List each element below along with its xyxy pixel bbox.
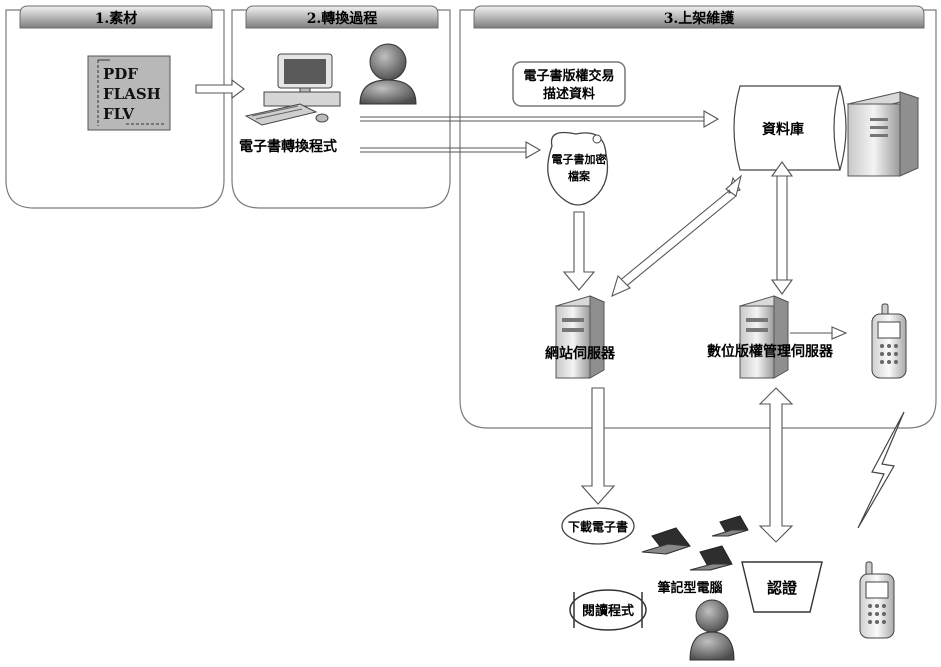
arrow-drm-to-auth [758,387,794,543]
auth-node: 認證 [741,561,823,613]
mobile-phone-icon [859,561,895,639]
laptop-icon [711,515,749,537]
person-icon [359,43,417,105]
arrow-materials-to-converter [195,78,245,100]
database-label: 資料庫 [762,121,804,138]
laptops-label: 筆記型電腦 [657,580,722,596]
encrypted-file-line2: 檔案 [568,169,591,183]
reader-node: 閱讀程式 [569,589,647,631]
arrow-drm-to-phone [790,326,848,340]
arrow-webserver-database [611,174,742,297]
mobile-phone-icon [871,303,907,379]
publishing-header: 3.上架維護 [664,10,736,27]
desktop-computer-icon [244,53,341,126]
web-server-icon [554,295,606,379]
database-icon: 資料庫 [733,85,847,171]
arrow-converter-to-encrypted [360,141,542,159]
laptop-icon [689,545,733,571]
laptop-icon [641,527,691,555]
web-server-label: 網站伺服器 [545,345,616,362]
trade-data-line2: 描述資料 [543,86,595,102]
format-flv: FLV [103,105,134,123]
reader-label: 閱讀程式 [582,603,634,619]
wireless-signal-icon [857,411,905,529]
trade-data-box: 電子書版權交易 描述資料 [512,61,626,107]
arrow-database-drm [770,161,794,295]
materials-header: 1.素材 [95,10,138,27]
converter-label: 電子書轉換程式 [239,138,337,155]
drm-server-label: 數位版權管理伺服器 [707,343,834,360]
arrow-encrypted-to-webserver [562,211,596,291]
materials-box: PDF FLASH FLV [87,55,171,131]
conversion-header: 2.轉換過程 [307,10,378,27]
trade-data-line1: 電子書版權交易 [523,68,614,84]
drm-server-icon [738,295,790,379]
person-icon [689,599,735,661]
conversion-panel: 2.轉換過程 [231,5,451,209]
arrow-converter-to-database [360,110,720,128]
encrypted-file-line1: 電子書加密 [552,152,607,166]
format-pdf: PDF [103,65,138,83]
download-node: 下載電子書 [561,507,635,545]
encrypted-file-icon: 電子書加密 檔案 [547,131,609,206]
format-flash: FLASH [103,85,161,103]
server-tower-icon [846,91,920,177]
auth-label: 認證 [767,579,798,597]
arrow-webserver-to-download [580,387,616,505]
download-label: 下載電子書 [568,519,628,534]
